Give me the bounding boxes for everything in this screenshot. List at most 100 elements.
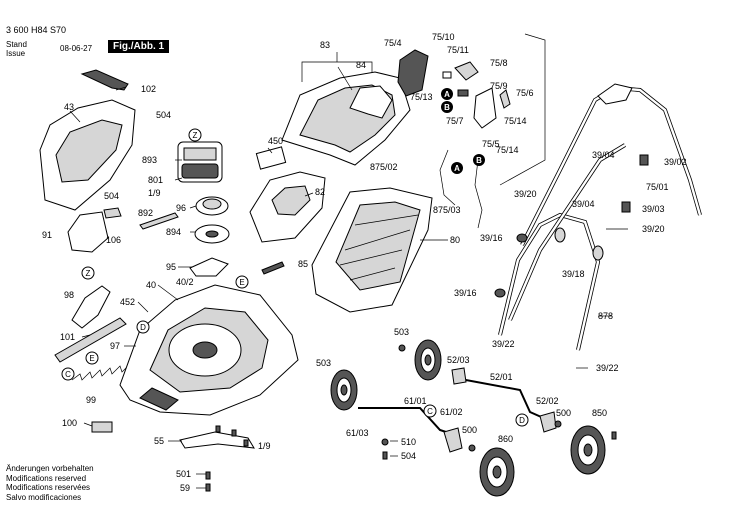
marker-d-left: D <box>136 320 150 334</box>
label-75-14-a: 75/14 <box>504 116 527 126</box>
svg-text:E: E <box>239 278 244 287</box>
label-893: 893 <box>142 155 157 165</box>
label-504-c: 504 <box>401 451 416 461</box>
wheel-503-lower <box>330 369 358 411</box>
label-501: 501 <box>176 469 191 479</box>
label-80: 80 <box>450 235 460 245</box>
footer-line-fr: Modifications reservées <box>6 483 91 492</box>
label-39-16-a: 39/16 <box>480 233 503 243</box>
label-504-b: 504 <box>104 191 119 201</box>
label-39-18: 39/18 <box>562 269 585 279</box>
label-75-9: 75/9 <box>490 81 508 91</box>
label-39-20-b: 39/20 <box>642 224 665 234</box>
label-39-20-a: 39/20 <box>514 189 537 199</box>
cable-875 <box>439 149 483 229</box>
leader-lines <box>69 66 628 489</box>
label-61-01: 61/01 <box>404 396 427 406</box>
rear-axle-61 <box>358 407 463 453</box>
fan-96 <box>195 196 229 216</box>
label-450: 450 <box>268 136 283 146</box>
bag-frame-82 <box>249 171 326 243</box>
knobs-39 <box>494 154 649 298</box>
label-75-11: 75/11 <box>447 45 469 55</box>
label-75-01: 75/01 <box>646 182 669 192</box>
label-500-a: 500 <box>556 408 571 418</box>
label-39-04-a: 39/04 <box>592 150 615 160</box>
bag-cover-83 <box>281 71 411 166</box>
label-106: 106 <box>106 235 121 245</box>
label-40: 40 <box>146 280 156 290</box>
stand-issue-labels: Stand Issue <box>6 40 27 58</box>
label-91: 91 <box>42 230 52 240</box>
front-axle-52 <box>451 367 557 433</box>
stand-label: Stand <box>6 40 27 49</box>
switch-housing-75-4 <box>397 49 429 97</box>
label-39-16-b: 39/16 <box>454 288 477 298</box>
motor-cover-43 <box>39 99 136 211</box>
label-52-03: 52/03 <box>447 355 470 365</box>
marker-a-top: A <box>441 88 453 100</box>
svg-text:A: A <box>454 164 460 173</box>
label-61-03: 61/03 <box>346 428 369 438</box>
label-100: 100 <box>62 418 77 428</box>
label-75-10: 75/10 <box>432 32 455 42</box>
label-1-9-a: 1/9 <box>148 188 161 198</box>
label-75-8: 75/8 <box>490 58 508 68</box>
footer-line-es: Salvo modificaciones <box>6 492 82 502</box>
label-39-04-b: 39/04 <box>572 199 595 209</box>
marker-b-mid: B <box>473 154 485 166</box>
label-82: 82 <box>315 187 325 197</box>
label-40-2: 40/2 <box>176 277 194 287</box>
label-510: 510 <box>401 437 416 447</box>
label-59: 59 <box>180 483 190 493</box>
svg-text:D: D <box>519 416 525 425</box>
label-100 <box>91 421 113 433</box>
bracket-75-group <box>499 33 546 186</box>
housing-40 <box>119 284 299 416</box>
label-75-5: 75/5 <box>482 139 500 149</box>
wheel-850 <box>570 425 606 475</box>
marker-e-top: E <box>235 275 249 289</box>
handle-102 <box>80 69 129 91</box>
height-lever-101 <box>54 317 127 363</box>
document-number: 3 600 H84 S70 <box>6 25 67 35</box>
svg-text:Z: Z <box>86 269 91 278</box>
label-85: 85 <box>298 259 308 269</box>
label-84: 84 <box>356 60 366 70</box>
marker-c-right: C <box>423 404 437 418</box>
marker-a-mid: A <box>451 162 463 174</box>
marker-z-left: Z <box>81 266 95 280</box>
label-878: 878 <box>598 311 613 321</box>
spring-99 <box>71 363 133 381</box>
svg-text:C: C <box>65 370 71 379</box>
label-503-b: 503 <box>316 358 331 368</box>
label-39-03: 39/03 <box>642 204 665 214</box>
label-96: 96 <box>176 203 186 213</box>
label-875-03: 875/03 <box>433 205 461 215</box>
screws-1-9 <box>215 425 249 447</box>
marker-d-right: D <box>515 413 529 427</box>
upper-handle <box>520 83 702 246</box>
label-450 <box>255 146 287 170</box>
document-header: 3 600 H84 S70 Stand Issue 08-06-27 Fig./… <box>0 0 750 70</box>
label-95: 95 <box>166 262 176 272</box>
part-number-labels: 83 84 75/4 75/10 75/11 75/8 75/9 75/6 75… <box>42 32 687 493</box>
label-850: 850 <box>592 408 607 418</box>
label-894: 894 <box>166 227 181 237</box>
lower-handle-878 <box>498 212 601 351</box>
middle-handle <box>508 143 627 321</box>
motor-893 <box>177 141 223 183</box>
disclaimer-footer: Änderungen vorbehalten Modifications res… <box>6 464 94 502</box>
label-75-4: 75/4 <box>384 38 402 48</box>
svg-text:B: B <box>476 156 482 165</box>
label-99: 99 <box>86 395 96 405</box>
fan-wheel-894 <box>194 224 230 244</box>
marker-z-top: Z <box>188 128 202 142</box>
label-39-02: 39/02 <box>664 157 687 167</box>
label-55: 55 <box>154 436 164 446</box>
wheel-503-upper <box>414 339 442 381</box>
small-fasteners <box>205 344 617 492</box>
label-75-6: 75/6 <box>516 88 534 98</box>
screw-85 <box>261 261 285 275</box>
